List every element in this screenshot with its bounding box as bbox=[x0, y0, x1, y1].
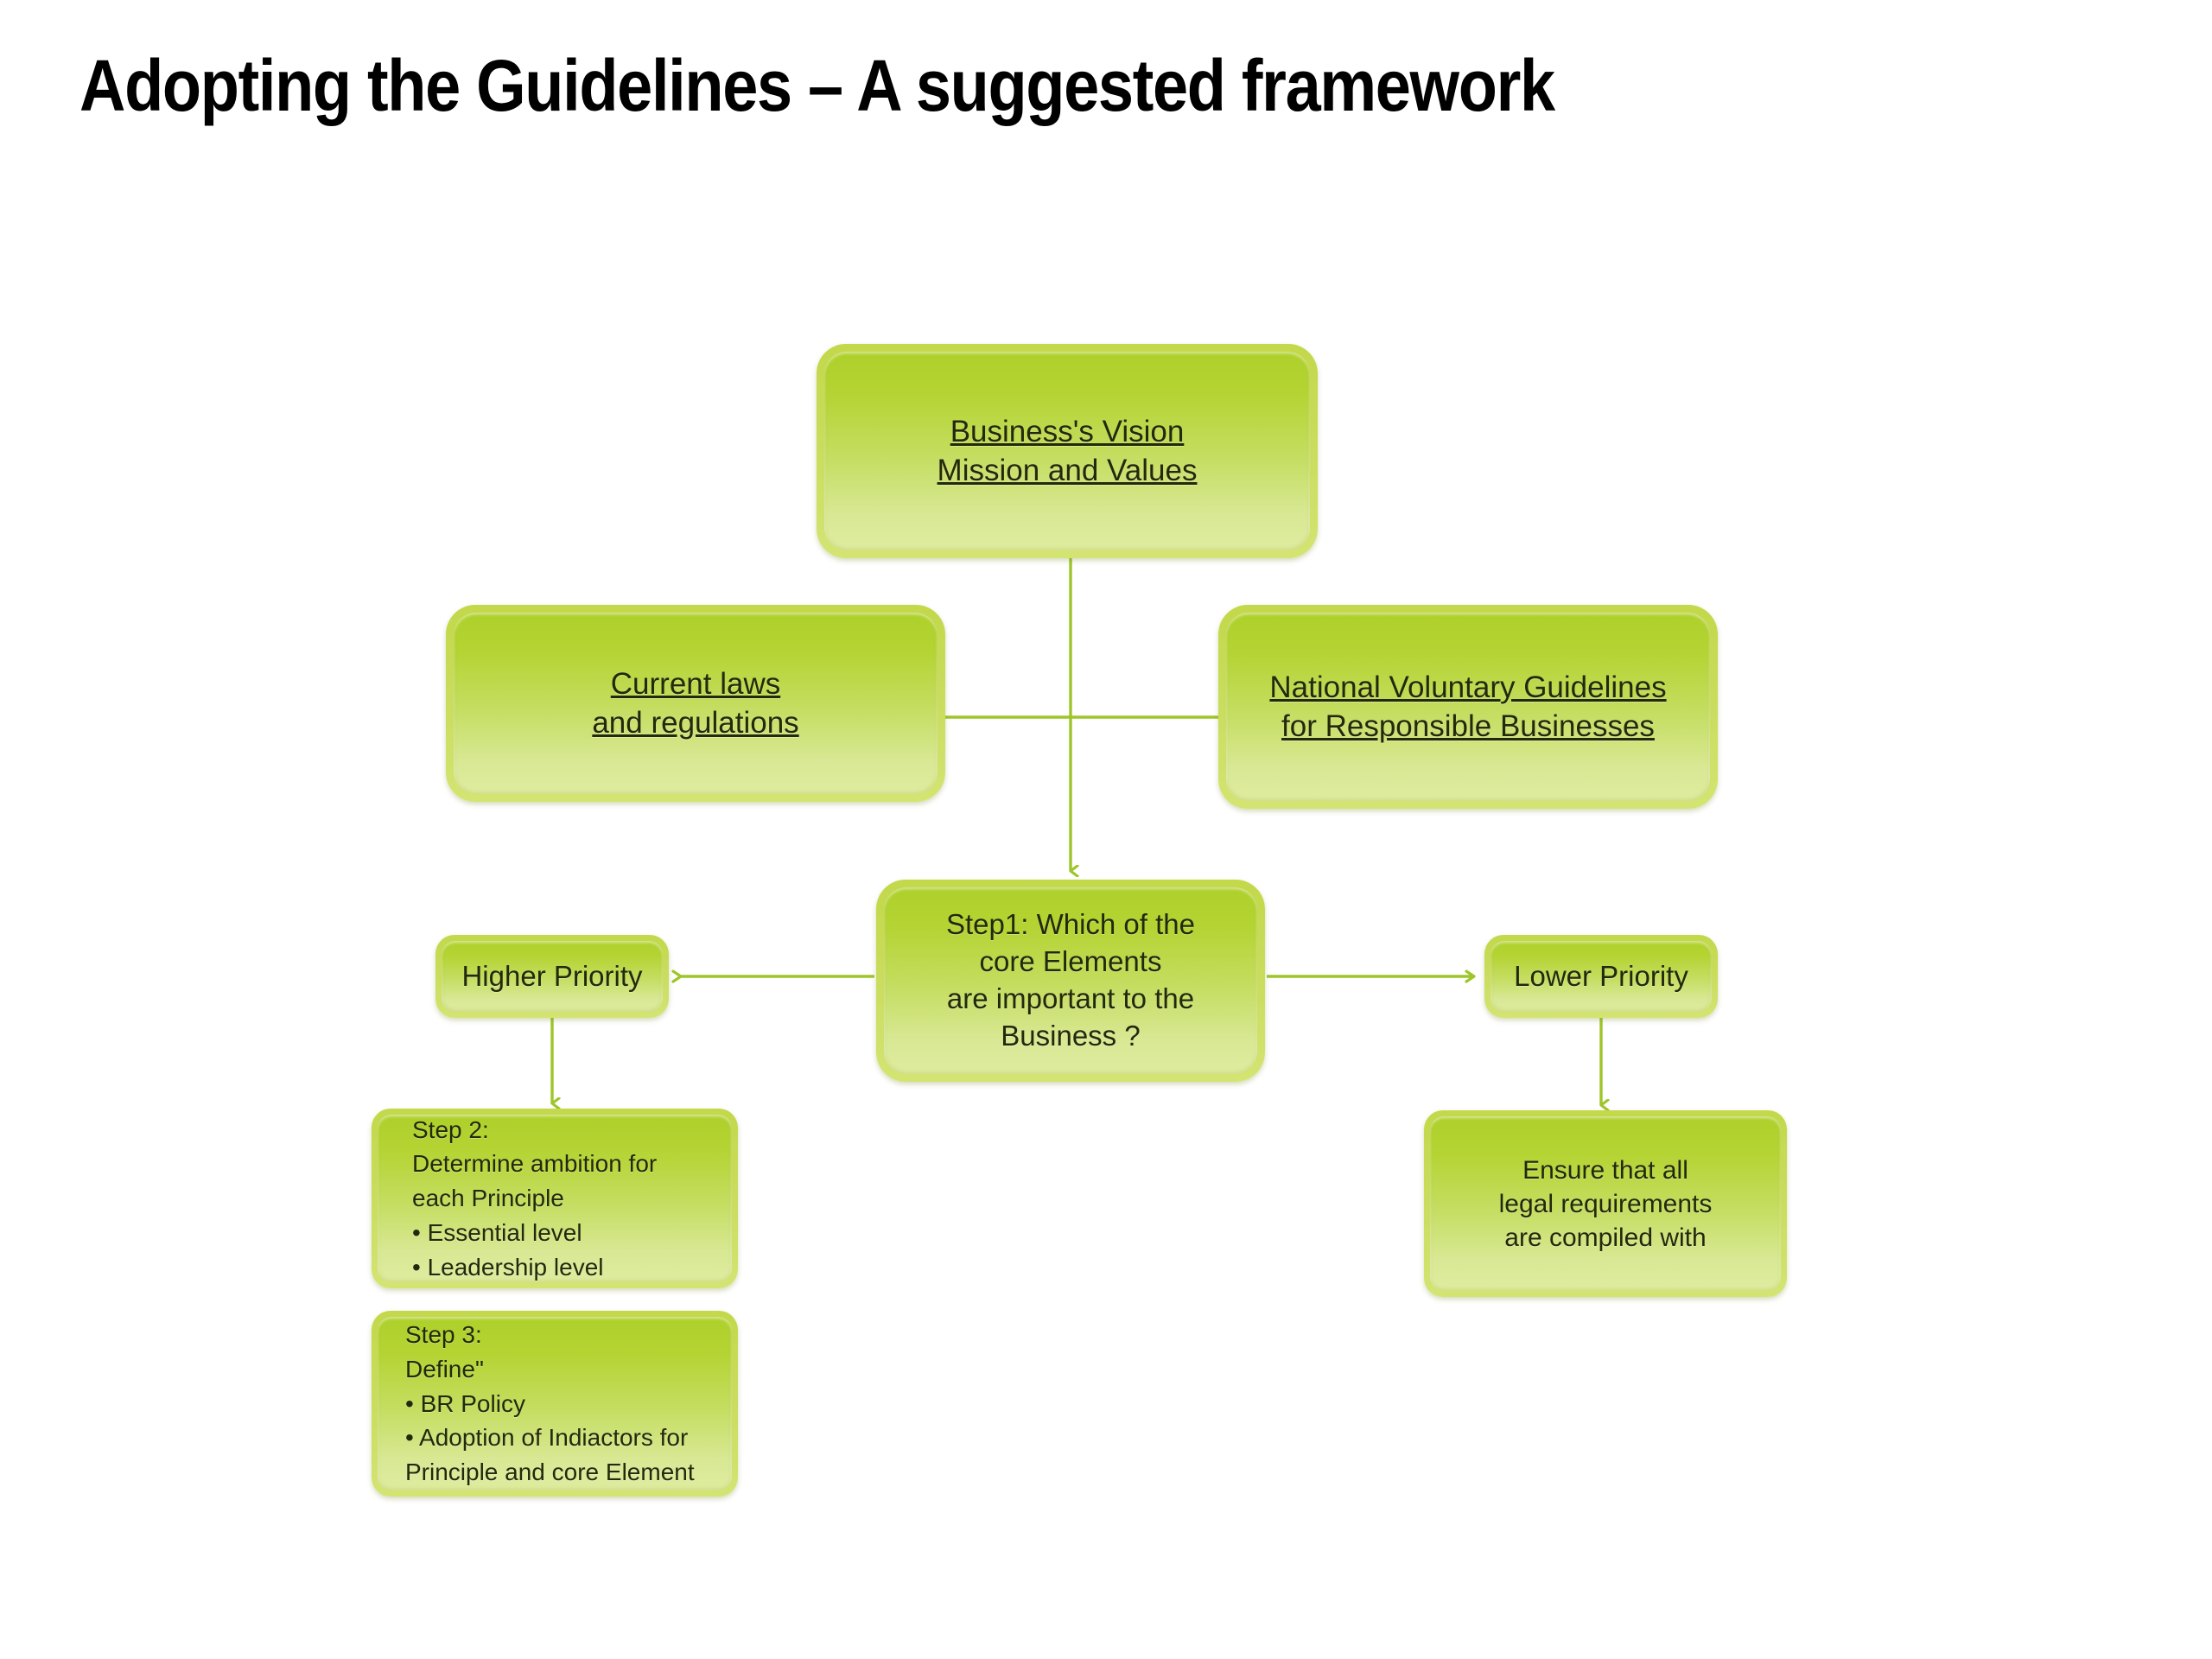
node-body: Lower Priority bbox=[1491, 941, 1712, 1012]
node-current-laws[interactable]: Current laws and regulations bbox=[446, 605, 945, 802]
node-label: Business's Vision Mission and Values bbox=[937, 414, 1198, 488]
node-ensure-legal-requirements[interactable]: Ensure that all legal requirements are c… bbox=[1424, 1110, 1787, 1297]
node-label: Lower Priority bbox=[1514, 959, 1688, 992]
node-body: Higher Priority bbox=[442, 941, 663, 1012]
node-body: National Voluntary Guidelines for Respon… bbox=[1226, 613, 1710, 801]
node-label: Step 3: Define" • BR Policy • Adoption o… bbox=[405, 1321, 695, 1486]
node-step3-define[interactable]: Step 3: Define" • BR Policy • Adoption o… bbox=[372, 1311, 738, 1497]
node-business-vision[interactable]: Business's Vision Mission and Values bbox=[817, 344, 1318, 558]
node-body: Step 3: Define" • BR Policy • Adoption o… bbox=[378, 1317, 732, 1491]
node-step1-core-elements[interactable]: Step1: Which of the core Elements are im… bbox=[876, 880, 1265, 1082]
node-national-voluntary-guidelines[interactable]: National Voluntary Guidelines for Respon… bbox=[1218, 605, 1718, 809]
node-body: Step1: Which of the core Elements are im… bbox=[884, 887, 1257, 1074]
node-label: Current laws and regulations bbox=[592, 666, 799, 741]
node-body: Ensure that all legal requirements are c… bbox=[1430, 1116, 1781, 1291]
node-label: Ensure that all legal requirements are c… bbox=[1498, 1155, 1713, 1252]
node-body: Business's Vision Mission and Values bbox=[824, 352, 1310, 550]
node-higher-priority[interactable]: Higher Priority bbox=[435, 935, 669, 1018]
page-title: Adopting the Guidelines – A suggested fr… bbox=[79, 45, 1555, 126]
node-label: Step 2: Determine ambition for each Prin… bbox=[412, 1116, 658, 1281]
node-body: Step 2: Determine ambition for each Prin… bbox=[378, 1115, 732, 1282]
node-lower-priority[interactable]: Lower Priority bbox=[1484, 935, 1718, 1018]
node-label: Step1: Which of the core Elements are im… bbox=[946, 908, 1195, 1052]
node-label: Higher Priority bbox=[461, 959, 643, 992]
node-step2-determine-ambition[interactable]: Step 2: Determine ambition for each Prin… bbox=[372, 1109, 738, 1288]
node-body: Current laws and regulations bbox=[454, 613, 938, 794]
node-label: National Voluntary Guidelines for Respon… bbox=[1269, 670, 1667, 744]
